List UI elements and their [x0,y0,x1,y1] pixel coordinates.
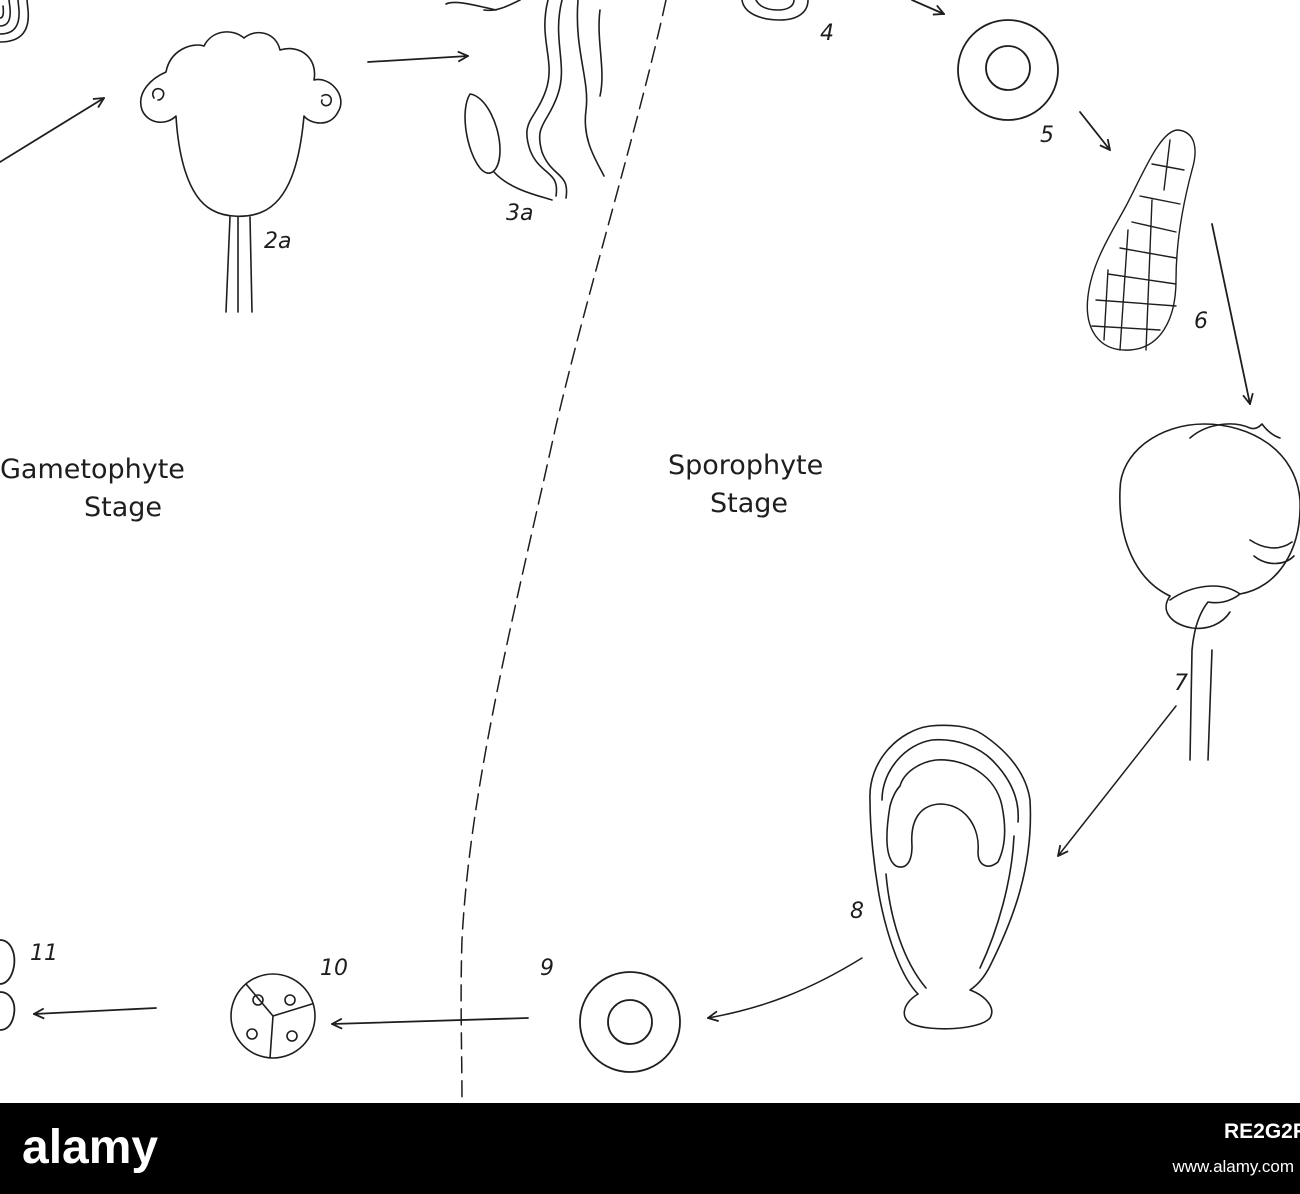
site-url-text[interactable]: www.alamy.com [1172,1157,1294,1176]
figure-8-section [869,724,1032,1030]
figure-5-rings [957,19,1059,121]
arrow-10-to-11 [34,1007,157,1014]
figure-10-tetrad [230,973,316,1059]
arrow-7-to-8 [1058,705,1177,856]
label-8: 8 [850,899,864,924]
label-6: 6 [1194,309,1208,334]
fragment-top-left [0,0,30,43]
figure-6-embryo [1086,129,1196,351]
figure-2a-cup [139,31,342,313]
stock-footer-bar: alamy [0,1103,1300,1194]
image-id-text: RE2G2F [1224,1120,1300,1143]
label-10: 10 [320,956,348,981]
arrow-8-to-9 [708,957,863,1018]
life-cycle-diagram: 2a 3a 4 5 6 7 8 9 10 11 Gametophyte Stag… [0,0,1300,1103]
label-3a: 3a [506,201,533,226]
figure-9-rings [579,971,681,1073]
arrow-6-to-7 [1211,223,1250,404]
label-7: 7 [1174,671,1188,696]
label-4: 4 [820,21,834,46]
sporophyte-stage-line1: Sporophyte [668,450,823,481]
figure-3a-filaments [445,0,605,201]
arrow-2a-to-3a [367,56,468,63]
sporophyte-stage-line2: Stage [710,488,788,519]
gametophyte-stage-line2: Stage [84,492,162,523]
label-11: 11 [30,941,58,966]
stage-divider-line [460,0,667,1103]
figure-4-cell [741,0,809,21]
diagram-drawing: 2a 3a 4 5 6 7 8 9 10 11 Gametophyte Stag… [0,0,1300,1103]
arrow-9-to-10 [332,1017,529,1024]
gametophyte-stage-line1: Gametophyte [0,454,185,485]
arrow-4-to-5 [911,0,944,14]
svg-text:alamy: alamy [22,1121,158,1174]
arrow-1-to-2a [0,98,104,163]
arrow-5-to-6 [1079,111,1110,150]
alamy-logo: alamy [22,1121,158,1174]
figure-11-spores [0,939,16,1031]
figure-7-capsule [1119,423,1300,761]
label-2a: 2a [264,229,291,254]
label-9: 9 [540,956,554,981]
label-5: 5 [1040,123,1054,148]
